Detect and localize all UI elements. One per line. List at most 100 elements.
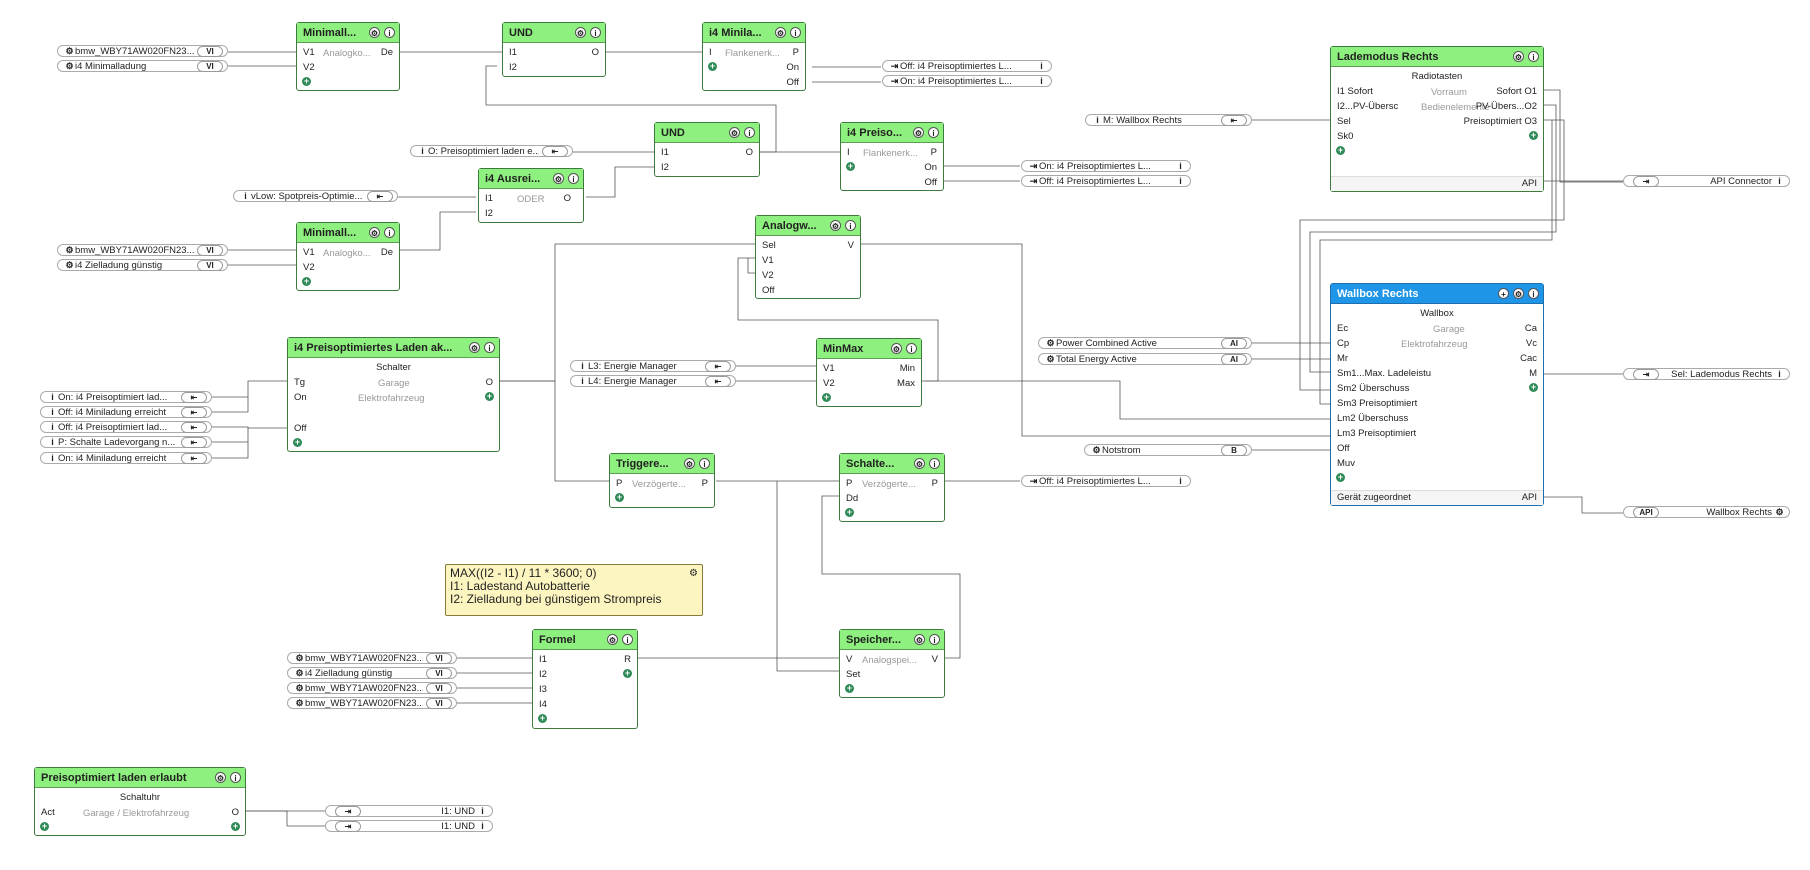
info-icon[interactable]: i [790, 27, 801, 38]
port-out[interactable]: O [591, 47, 599, 58]
settings-icon[interactable]: ⚙ [914, 634, 925, 645]
block-formel[interactable]: Formel⚙i I1 I2 I3 I4 R + + [532, 629, 638, 729]
add-output-icon[interactable]: + [1529, 130, 1538, 140]
port-v2[interactable]: V2 [303, 262, 315, 273]
port-sk0[interactable]: Sk0 [1337, 131, 1354, 142]
info-icon[interactable]: i [744, 127, 755, 138]
port-sm2[interactable]: Sm2 Überschuss [1337, 383, 1410, 394]
settings-icon[interactable]: ⚙ [684, 458, 695, 469]
info-icon[interactable]: i [1778, 176, 1781, 186]
settings-icon[interactable]: ⚙ [469, 342, 480, 353]
add-output-icon[interactable]: + [231, 821, 240, 831]
add-input-icon[interactable]: + [1336, 145, 1345, 155]
block-triggered[interactable]: Triggere...⚙i P Verzögerte... P + [609, 453, 715, 508]
port-api[interactable]: API [1521, 178, 1537, 189]
port-sm3[interactable]: Sm3 Preisoptimiert [1337, 398, 1418, 409]
add-icon[interactable]: + [1498, 288, 1509, 299]
block-minimalladung-1[interactable]: Minimall...⚙i V1 V2 Analogko... De + [296, 22, 400, 91]
port-i1[interactable]: I1 [539, 654, 547, 665]
port-muv[interactable]: Muv [1337, 458, 1355, 469]
port-i2-pv[interactable]: I2...PV-Übersc [1337, 101, 1399, 112]
block-speicher[interactable]: Speicher...⚙i V Set Analogspei... V + [839, 629, 945, 698]
block-und-1[interactable]: UND⚙i I1 I2 O [502, 22, 606, 77]
ref-off-i4-a[interactable]: ⇥Off: i4 Preisoptimiertes L...i [882, 60, 1052, 72]
info-icon[interactable]: i [481, 806, 484, 816]
settings-icon[interactable]: ⚙ [689, 568, 698, 579]
info-icon[interactable]: i [481, 821, 484, 831]
port-tg[interactable]: Tg [294, 377, 306, 388]
settings-icon[interactable]: ⚙ [1513, 51, 1524, 62]
port-ec[interactable]: Ec [1337, 323, 1349, 334]
port-dd[interactable]: Dd [846, 493, 859, 504]
port-p-in[interactable]: P [846, 478, 853, 489]
ref-off-i4-b[interactable]: ⇥Off: i4 Preisoptimiertes L...i [1021, 175, 1191, 187]
port-i1[interactable]: I1 [509, 47, 517, 58]
port-off[interactable]: Off [924, 177, 938, 188]
port-p-out[interactable]: P [931, 478, 938, 489]
port-out[interactable]: O [485, 377, 493, 388]
settings-icon[interactable]: ⚙ [369, 27, 380, 38]
port-lm2[interactable]: Lm2 Überschuss [1337, 413, 1409, 424]
port-i2[interactable]: I2 [539, 669, 547, 680]
port-m[interactable]: M [1529, 368, 1537, 379]
info-icon[interactable]: i [929, 634, 940, 645]
port-out[interactable]: V [847, 240, 854, 251]
port-off[interactable]: Off [762, 285, 775, 296]
port-off[interactable]: Off [1337, 443, 1350, 454]
port-lm3[interactable]: Lm3 Preisoptimiert [1337, 428, 1417, 439]
add-input-icon[interactable]: + [1336, 472, 1345, 482]
port-act[interactable]: Act [41, 807, 55, 818]
info-icon[interactable]: i [699, 458, 710, 469]
settings-icon[interactable]: ⚙ [729, 127, 740, 138]
port-ca[interactable]: Ca [1524, 323, 1537, 334]
port-on[interactable]: On [294, 392, 307, 403]
info-icon[interactable]: i [1528, 51, 1539, 62]
add-input-icon[interactable]: + [708, 61, 717, 71]
ref-off-i4-c[interactable]: ⇥Off: i4 Preisoptimiertes L...i [1021, 475, 1191, 487]
port-i1-sofort[interactable]: I1 Sofort [1337, 86, 1373, 97]
info-icon[interactable]: i [1179, 476, 1182, 486]
port-i2[interactable]: I2 [509, 62, 517, 73]
settings-icon[interactable]: ⚙ [607, 634, 618, 645]
settings-icon[interactable]: ⚙ [775, 27, 786, 38]
port-sel[interactable]: Sel [1337, 116, 1351, 127]
port-o3[interactable]: Preisoptimiert O3 [1463, 116, 1537, 127]
add-input-icon[interactable]: + [615, 492, 624, 502]
ref-bmw-2[interactable]: ⚙bmw_WBY71AW020FN23...VI [57, 244, 228, 256]
block-preisoptimiertes-laden-schalter[interactable]: i4 Preisoptimiertes Laden ak...⚙i Schalt… [287, 337, 500, 452]
add-input-icon[interactable]: + [538, 713, 547, 723]
port-p-out[interactable]: P [701, 478, 708, 489]
info-icon[interactable]: i [1778, 369, 1781, 379]
port-cp[interactable]: Cp [1337, 338, 1350, 349]
port-v1[interactable]: V1 [762, 255, 774, 266]
info-icon[interactable]: i [384, 227, 395, 238]
ref-formel-in-3[interactable]: ⚙bmw_WBY71AW020FN23...VI [287, 682, 457, 694]
port-out[interactable]: R [624, 654, 631, 665]
settings-icon[interactable]: ⚙ [830, 220, 841, 231]
settings-icon[interactable]: ⚙ [369, 227, 380, 238]
port-set[interactable]: Set [846, 669, 861, 680]
ref-on-i4-b[interactable]: ⇥On: i4 Preisoptimiertes L...i [1021, 160, 1191, 172]
add-input-icon[interactable]: + [822, 392, 831, 402]
port-p[interactable]: P [792, 47, 799, 58]
add-input-icon[interactable]: + [302, 276, 311, 286]
port-out[interactable]: De [380, 47, 393, 58]
info-icon[interactable]: i [1040, 61, 1043, 71]
add-input-icon[interactable]: + [302, 76, 311, 86]
add-output-icon[interactable]: + [623, 668, 632, 678]
settings-icon[interactable]: ⚙ [891, 343, 902, 354]
port-on[interactable]: On [924, 162, 937, 173]
port-o2[interactable]: PV-Übers...O2 [1475, 101, 1537, 112]
port-v1[interactable]: V1 [303, 247, 315, 258]
port-mr[interactable]: Mr [1337, 353, 1349, 364]
port-out[interactable]: O [745, 147, 753, 158]
